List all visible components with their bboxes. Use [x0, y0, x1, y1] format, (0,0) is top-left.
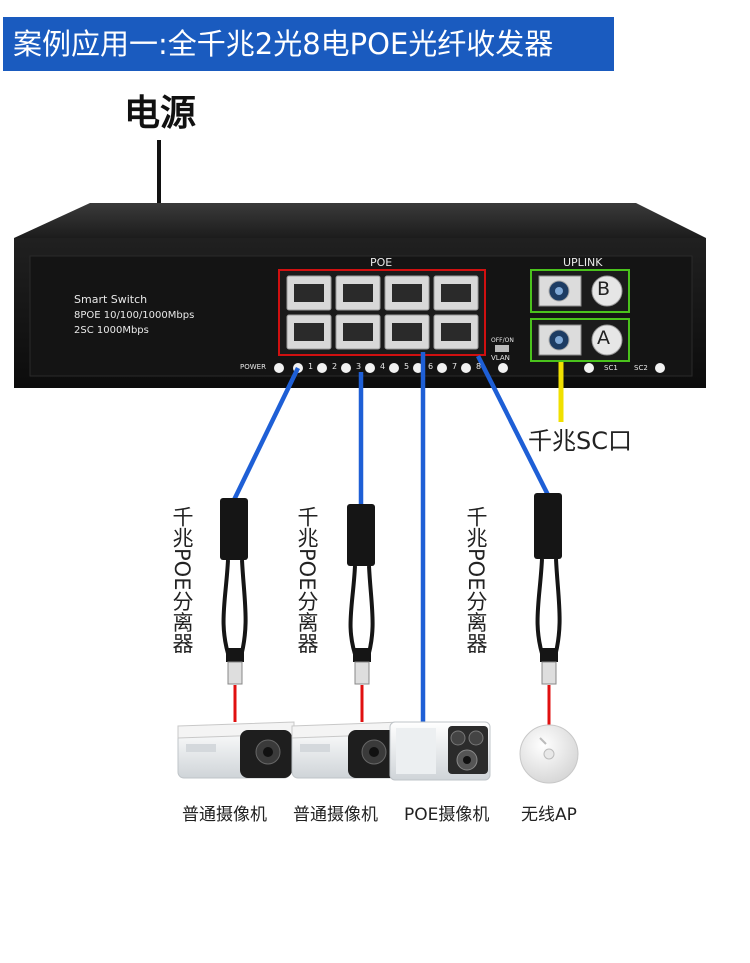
camera-icon-2 [291, 721, 405, 779]
switch-brand-line1: Smart Switch [74, 293, 148, 306]
sc-port-a-letter: A [597, 327, 610, 349]
vlan-switch-top-label: OFF/ON [491, 337, 514, 344]
device-label-wireless-ap: 无线AP [521, 805, 577, 825]
port-number-3: 3 [356, 362, 362, 371]
title-banner: 案例应用一:全千兆2光8电POE光纤收发器 [3, 17, 614, 71]
sc-port-a-connector [538, 324, 623, 356]
switch-brand-line3: 2SC 1000Mbps [74, 325, 149, 336]
sc1-label: SC1 [604, 364, 618, 372]
sc-port-label: 千兆SC口 [528, 427, 632, 455]
switch-brand-line2: 8POE 10/100/1000Mbps [74, 310, 195, 321]
title-text: 案例应用一:全千兆2光8电POE光纤收发器 [13, 27, 554, 61]
port-number-7: 7 [452, 362, 458, 371]
led-indicators [274, 363, 665, 373]
port-number-5: 5 [404, 362, 410, 371]
power-label: 电源 [124, 93, 197, 134]
vlan-switch-bottom-label: VLAN [491, 354, 510, 362]
sc-port-b-letter: B [597, 278, 611, 300]
poe-group-label: POE [370, 256, 393, 269]
poe-splitter-1 [220, 498, 248, 722]
poe-camera-icon [389, 721, 491, 781]
poe-cables [231, 352, 551, 722]
device-label-poe-camera: POE摄像机 [404, 805, 490, 825]
poe-cable-4 [475, 354, 551, 497]
wireless-ap-icon [519, 724, 579, 784]
sc-port-b-connector [538, 275, 623, 307]
poe-splitter-4 [534, 493, 562, 726]
port-number-8: 8 [476, 362, 482, 371]
power-indicator-label: POWER [240, 363, 266, 371]
splitter-label-3: 千兆POE分离器 [464, 506, 488, 654]
splitter-label-2: 千兆POE分离器 [295, 506, 319, 654]
rj45-port-array [286, 275, 479, 350]
device-label-camera-2: 普通摄像机 [293, 805, 378, 825]
device-label-camera-1: 普通摄像机 [182, 805, 267, 825]
poe-cable-1 [231, 367, 301, 501]
port-number-1: 1 [308, 362, 314, 371]
camera-icon-1 [177, 721, 295, 779]
uplink-group-label: UPLINK [563, 256, 603, 269]
splitter-label-1: 千兆POE分离器 [170, 506, 194, 654]
port-number-4: 4 [380, 362, 386, 371]
vlan-toggle-switch [495, 345, 509, 352]
poe-splitter-2 [347, 504, 375, 722]
port-number-6: 6 [428, 362, 434, 371]
port-number-2: 2 [332, 362, 338, 371]
sc2-label: SC2 [634, 364, 648, 372]
